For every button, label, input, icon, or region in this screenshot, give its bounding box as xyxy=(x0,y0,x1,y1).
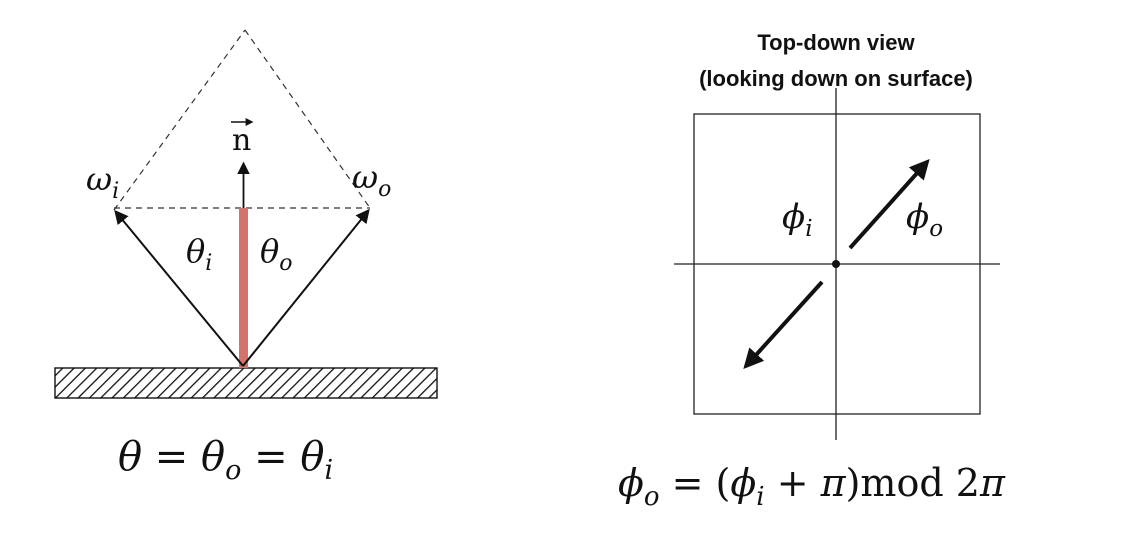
outgoing-azimuth-arrow xyxy=(848,159,930,250)
outgoing-ray-arrow xyxy=(242,208,370,367)
top-down-title: Top-down view xyxy=(757,30,915,55)
left-diagram: n ωi ωo θi θo θ = θo = θi xyxy=(54,29,438,486)
right-diagram: Top-down view (looking down on surface) … xyxy=(618,30,1006,512)
theta-outgoing-label: θo xyxy=(260,232,293,276)
outgoing-direction-label: ωo xyxy=(352,158,391,202)
phi-incident-label: ϕi xyxy=(782,197,813,242)
incident-direction-label: ωi xyxy=(86,160,119,204)
dashed-line-right xyxy=(244,29,371,209)
theta-equation: θ = θo = θi xyxy=(118,434,333,486)
theta-incident-label: θi xyxy=(186,232,212,276)
dashed-line-left xyxy=(113,29,246,211)
incident-ray-arrow xyxy=(114,209,244,367)
top-down-subtitle: (looking down on surface) xyxy=(699,66,973,91)
origin-point xyxy=(832,260,840,268)
normal-label: n xyxy=(232,123,251,158)
phi-outgoing-label: ϕo xyxy=(906,197,943,242)
incident-azimuth-arrow xyxy=(743,280,824,369)
surface-hatched xyxy=(54,367,438,399)
normal-highlight-bar xyxy=(239,208,248,368)
phi-equation: ϕo = (ϕi + π)mod 2π xyxy=(618,461,1006,512)
